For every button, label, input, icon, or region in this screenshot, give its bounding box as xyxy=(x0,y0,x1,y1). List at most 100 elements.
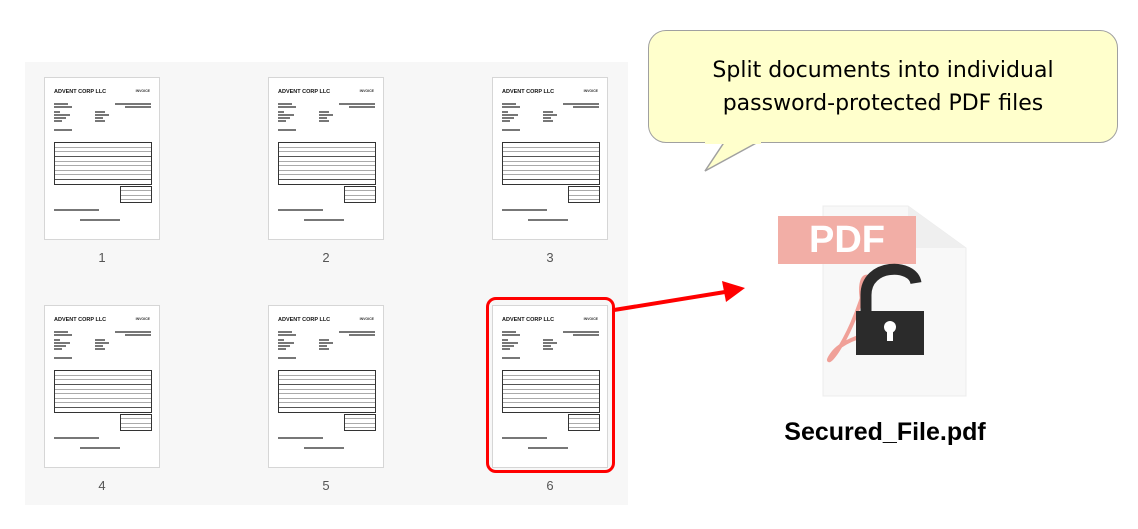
text-line xyxy=(339,103,375,105)
text-line xyxy=(502,120,510,122)
thumbnail-title: INVOICE xyxy=(135,317,150,321)
page-number: 2 xyxy=(322,250,330,265)
page-thumbnail[interactable]: ADVENT CORP LLC INVOICE xyxy=(268,305,384,468)
text-line xyxy=(349,334,375,336)
text-line xyxy=(95,339,105,341)
text-line xyxy=(278,120,286,122)
text-line xyxy=(502,129,520,131)
text-line xyxy=(502,114,518,116)
text-line xyxy=(502,345,514,347)
text-line xyxy=(543,342,557,344)
text-line xyxy=(502,331,516,333)
text-line xyxy=(502,103,516,105)
text-line xyxy=(95,117,103,119)
page-number: 3 xyxy=(546,250,554,265)
page-thumbnail[interactable]: ADVENT CORP LLC INVOICE xyxy=(44,77,160,240)
text-line xyxy=(319,342,333,344)
text-line xyxy=(278,357,296,359)
text-line xyxy=(54,339,60,341)
text-line xyxy=(573,334,599,336)
page-thumbnail[interactable]: ADVENT CORP LLC INVOICE xyxy=(492,305,608,468)
thumbnail-company: ADVENT CORP LLC xyxy=(502,89,555,95)
text-line xyxy=(54,209,99,211)
page-number: 6 xyxy=(546,478,554,493)
text-line xyxy=(319,114,333,116)
text-line xyxy=(54,103,68,105)
text-line xyxy=(319,117,327,119)
text-line xyxy=(502,334,520,336)
callout-bubble: Split documents into individual password… xyxy=(648,30,1118,143)
text-line xyxy=(278,334,296,336)
text-line xyxy=(319,348,329,350)
text-line xyxy=(319,339,329,341)
text-line xyxy=(339,331,375,333)
text-line xyxy=(54,111,60,113)
totals-table xyxy=(344,186,376,203)
text-line xyxy=(543,114,557,116)
text-line xyxy=(95,111,105,113)
text-line xyxy=(95,114,109,116)
thumbnail-company: ADVENT CORP LLC xyxy=(278,89,331,95)
text-line xyxy=(502,348,510,350)
totals-table xyxy=(568,414,600,431)
text-line xyxy=(543,348,553,350)
text-line xyxy=(54,437,99,439)
thumbnail-title: INVOICE xyxy=(583,317,598,321)
text-line xyxy=(502,106,520,108)
text-line xyxy=(95,342,109,344)
text-line xyxy=(543,345,551,347)
thumbnail-title: INVOICE xyxy=(135,89,150,93)
text-line xyxy=(278,331,292,333)
text-line xyxy=(278,111,284,113)
text-line xyxy=(278,103,292,105)
text-line xyxy=(502,357,520,359)
thumbnail-company: ADVENT CORP LLC xyxy=(278,317,331,323)
text-line xyxy=(502,437,547,439)
text-line xyxy=(573,106,599,108)
text-line xyxy=(80,219,120,221)
text-line xyxy=(125,106,151,108)
text-line xyxy=(543,117,551,119)
items-table xyxy=(278,370,376,413)
text-line xyxy=(95,120,105,122)
text-line xyxy=(54,342,70,344)
text-line xyxy=(502,209,547,211)
text-line xyxy=(54,331,68,333)
callout-text: Split documents into individual password… xyxy=(712,57,1054,116)
text-line xyxy=(278,209,323,211)
text-line xyxy=(54,106,72,108)
thumbnail-title: INVOICE xyxy=(359,317,374,321)
text-line xyxy=(563,331,599,333)
thumbnail-company: ADVENT CORP LLC xyxy=(54,317,107,323)
text-line xyxy=(278,117,290,119)
thumbnail-company: ADVENT CORP LLC xyxy=(54,89,107,95)
page-number: 1 xyxy=(98,250,106,265)
text-line xyxy=(54,117,66,119)
text-line xyxy=(278,339,284,341)
text-line xyxy=(278,348,286,350)
text-line xyxy=(502,117,514,119)
text-line xyxy=(563,103,599,105)
pdf-lock-icon: PDF xyxy=(778,203,968,398)
items-table xyxy=(54,142,152,185)
pdf-badge-label: PDF xyxy=(809,219,885,261)
text-line xyxy=(278,342,294,344)
totals-table xyxy=(568,186,600,203)
thumbnail-company: ADVENT CORP LLC xyxy=(502,317,555,323)
text-line xyxy=(349,106,375,108)
text-line xyxy=(543,120,553,122)
thumbnail-title: INVOICE xyxy=(583,89,598,93)
page-thumbnail[interactable]: ADVENT CORP LLC INVOICE xyxy=(44,305,160,468)
text-line xyxy=(278,114,294,116)
text-line xyxy=(319,345,327,347)
text-line xyxy=(278,106,296,108)
text-line xyxy=(54,348,62,350)
items-table xyxy=(54,370,152,413)
selection-highlight xyxy=(486,297,615,473)
text-line xyxy=(543,111,553,113)
page-thumbnail[interactable]: ADVENT CORP LLC INVOICE xyxy=(492,77,608,240)
page-number: 5 xyxy=(322,478,330,493)
text-line xyxy=(80,447,120,449)
text-line xyxy=(54,114,70,116)
